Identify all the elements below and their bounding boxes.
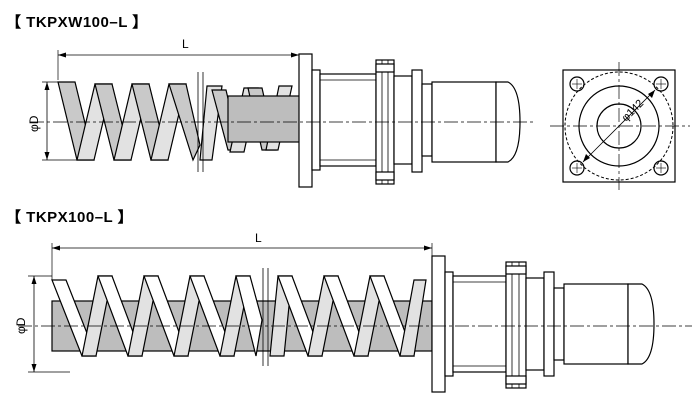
diameter-label-a: φD <box>27 115 41 132</box>
coupling-bolt <box>375 171 395 181</box>
coupling-bolt <box>505 375 527 385</box>
coupling-bolt <box>375 63 395 73</box>
bolt-hole <box>569 160 585 176</box>
end-view <box>550 62 690 190</box>
mounting-flange <box>298 53 313 188</box>
motor-body <box>563 283 629 365</box>
flange-collar <box>444 271 454 377</box>
housing-body <box>452 275 507 373</box>
motor-adapter <box>421 83 433 157</box>
coupling-flange <box>505 261 527 389</box>
model-title-tkpx100-l: 【 TKPX100–L 】 <box>6 209 134 226</box>
housing-body <box>319 73 377 167</box>
motor-flange <box>411 69 423 173</box>
coil-turn <box>168 83 201 162</box>
flight <box>235 275 263 357</box>
motor-adapter <box>553 287 565 361</box>
bolt-circle-dimension <box>582 89 656 163</box>
flight <box>399 279 427 357</box>
figure-tkpx100-l <box>18 243 692 393</box>
length-label-b: L <box>255 231 262 245</box>
flange-collar <box>311 69 321 171</box>
bolt-hole <box>569 76 585 92</box>
coupling-bolt <box>505 265 527 275</box>
gear-housing <box>525 277 545 371</box>
length-label-a: L <box>182 37 189 51</box>
bolt-hole <box>653 160 669 176</box>
bolt-hole <box>653 76 669 92</box>
motor-flange <box>543 271 555 377</box>
coil-shaft <box>227 95 301 143</box>
mounting-flange <box>431 255 446 393</box>
gear-housing <box>393 75 413 165</box>
diameter-label-b: φD <box>14 317 28 334</box>
motor-end-cap <box>627 283 655 365</box>
figure-tkpxw100-l <box>30 50 535 188</box>
screw-flights <box>51 275 427 357</box>
model-title-tkpxw100-l: 【 TKPXW100–L 】 <box>6 14 148 31</box>
